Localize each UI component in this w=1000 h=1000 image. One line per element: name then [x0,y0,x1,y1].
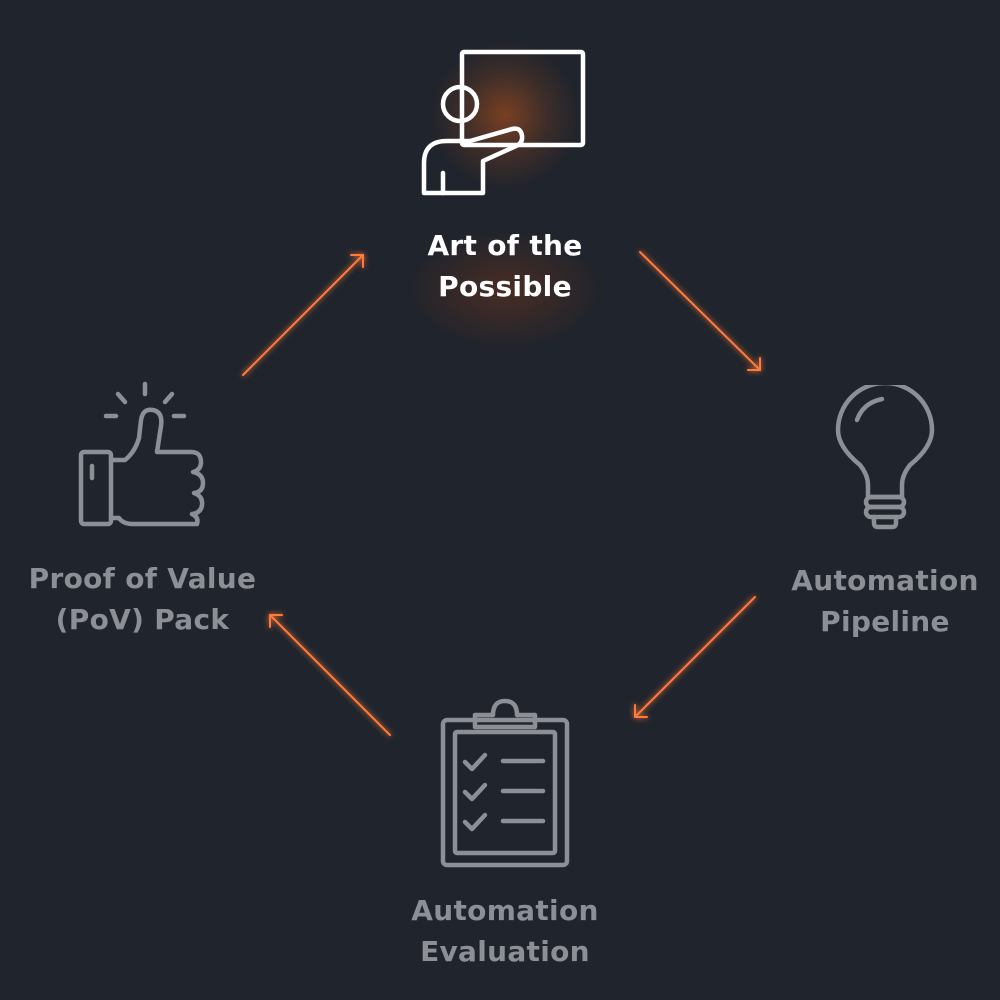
step-label-line: Automation [791,564,979,597]
thumbs-up-icon [78,381,206,527]
arrow-evaluation-to-pov [269,614,391,736]
step-label-automation-pipeline: Automation Pipeline [760,560,1000,642]
step-label-proof-of-value-pack: Proof of Value (PoV) Pack [10,558,275,640]
step-label-art-of-the-possible: Art of the Possible [380,225,630,307]
step-label-line: Evaluation [420,935,590,968]
step-label-line: Pipeline [820,605,950,638]
step-label-line: Automation [411,894,599,927]
arrow-pov-to-art [242,254,364,376]
step-label-line: Possible [438,270,572,303]
arrow-art-to-pipeline [639,251,761,371]
step-label-line: Proof of Value [28,562,257,595]
arrow-pipeline-to-evaluation [634,596,756,718]
presenter-whiteboard-icon [421,49,586,196]
step-label-line: Art of the [427,229,583,262]
step-label-line: (PoV) Pack [55,603,230,636]
step-label-automation-evaluation: Automation Evaluation [380,890,630,972]
lightbulb-icon [835,385,935,530]
clipboard-checklist-icon [440,698,570,868]
